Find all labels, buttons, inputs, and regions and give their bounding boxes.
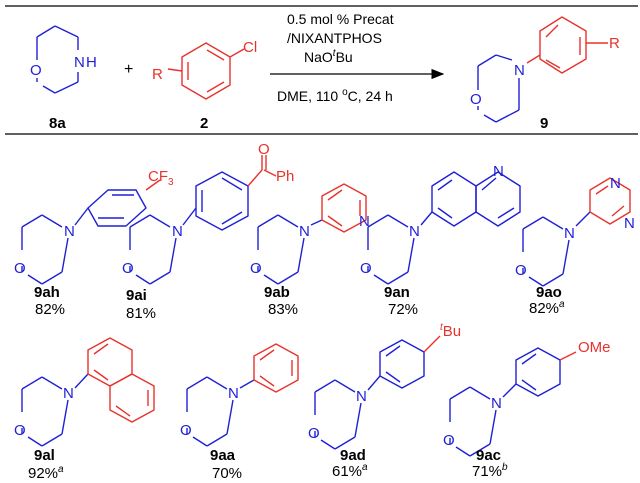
product-9ac-yield: 71%b [472, 462, 508, 480]
svg-text:O: O [180, 422, 192, 439]
condition-precat: 0.5 mol % Precat [287, 11, 394, 27]
svg-text:O: O [443, 432, 455, 449]
product-9ad-yield: 61%a [332, 462, 368, 480]
svg-text:O: O [14, 260, 26, 277]
product-9ai-label: 9ai [126, 287, 147, 304]
amine-o-atom: O [30, 62, 42, 79]
product-r-group: R [609, 35, 620, 52]
svg-text:N: N [64, 223, 75, 240]
product-9ah-structure: CF N O CF3 [14, 168, 174, 285]
aryl-r-group: R [152, 66, 163, 83]
tbutyl-group: tBu [440, 322, 461, 340]
product-9ao-yield: 82%a [529, 299, 565, 317]
svg-text:N: N [228, 385, 239, 402]
product-9an-yield: 72% [388, 301, 418, 318]
svg-text:O: O [515, 262, 527, 279]
product-o-atom: O [470, 91, 482, 108]
pyrazine-n-atom-2: N [624, 215, 635, 232]
condition-solvent-temp: DME, 110 oC, 24 h [277, 87, 393, 104]
cf3-group: CF3 [148, 168, 174, 188]
product-9al-structure: N O [14, 337, 155, 447]
svg-text:O: O [308, 425, 320, 442]
pyridine-n-atom: N [359, 213, 370, 230]
product-9al-yield: 92%a [28, 464, 64, 482]
product-9ad-label: 9ad [340, 447, 366, 464]
product-9ao-label: 9ao [536, 284, 562, 301]
product-9ac-structure: N O OMe [443, 339, 611, 457]
svg-text:N: N [491, 395, 502, 412]
svg-text:N: N [299, 223, 310, 240]
product-general: N O R [470, 16, 620, 123]
reaction-conditions: 0.5 mol % Precat /NIXANTPHOS NaOtBu DME,… [270, 11, 445, 104]
product-9aa-structure: N O [180, 343, 299, 447]
product-9ao-structure: N O N N [515, 175, 635, 287]
product-9ad-structure: N O tBu [308, 322, 461, 450]
svg-text:O: O [360, 260, 372, 277]
pyrazine-n-atom-1: N [610, 175, 621, 192]
product-9ah-label: 9ah [34, 284, 60, 301]
product-9ab-structure: N O N [250, 183, 370, 285]
reactant-morpholine: N H O [30, 25, 97, 94]
label-8a: 8a [49, 115, 66, 132]
condition-ligand: /NIXANTPHOS [287, 30, 382, 46]
product-9an-label: 9an [384, 284, 410, 301]
svg-text:O: O [14, 422, 26, 439]
label-9: 9 [540, 115, 548, 132]
quinoline-n-atom: N [493, 163, 504, 180]
product-9an-structure: N O N [360, 163, 521, 285]
aryl-cl-atom: Cl [243, 39, 257, 56]
product-9ac-label: 9ac [476, 447, 501, 464]
product-9aa-yield: 70% [212, 465, 242, 482]
methoxy-group: OMe [578, 339, 611, 356]
amine-h-atom: H [86, 54, 97, 71]
plus-sign: + [124, 61, 133, 78]
svg-text:N: N [63, 385, 74, 402]
svg-text:N: N [564, 225, 575, 242]
svg-text:N: N [356, 388, 367, 405]
svg-text:O: O [250, 260, 262, 277]
svg-text:N: N [172, 223, 183, 240]
label-2: 2 [200, 115, 208, 132]
condition-base: NaOtBu [304, 48, 353, 65]
product-9ah-yield: 82% [35, 301, 65, 318]
product-9aa-label: 9aa [210, 447, 236, 464]
svg-text:N: N [409, 223, 420, 240]
ketone-o-atom: O [258, 141, 270, 158]
product-9ai-yield: 81% [126, 305, 156, 322]
product-9al-label: 9al [34, 447, 55, 464]
product-n-atom: N [514, 62, 525, 79]
product-9ai-structure: N O O Ph [122, 141, 294, 285]
phenyl-ph-group: Ph [276, 168, 294, 185]
reactant-aryl-chloride: Cl R [152, 39, 257, 100]
product-9ab-label: 9ab [264, 284, 290, 301]
svg-text:O: O [122, 260, 134, 277]
product-9ab-yield: 83% [268, 301, 298, 318]
amine-n-atom: N [74, 54, 85, 71]
